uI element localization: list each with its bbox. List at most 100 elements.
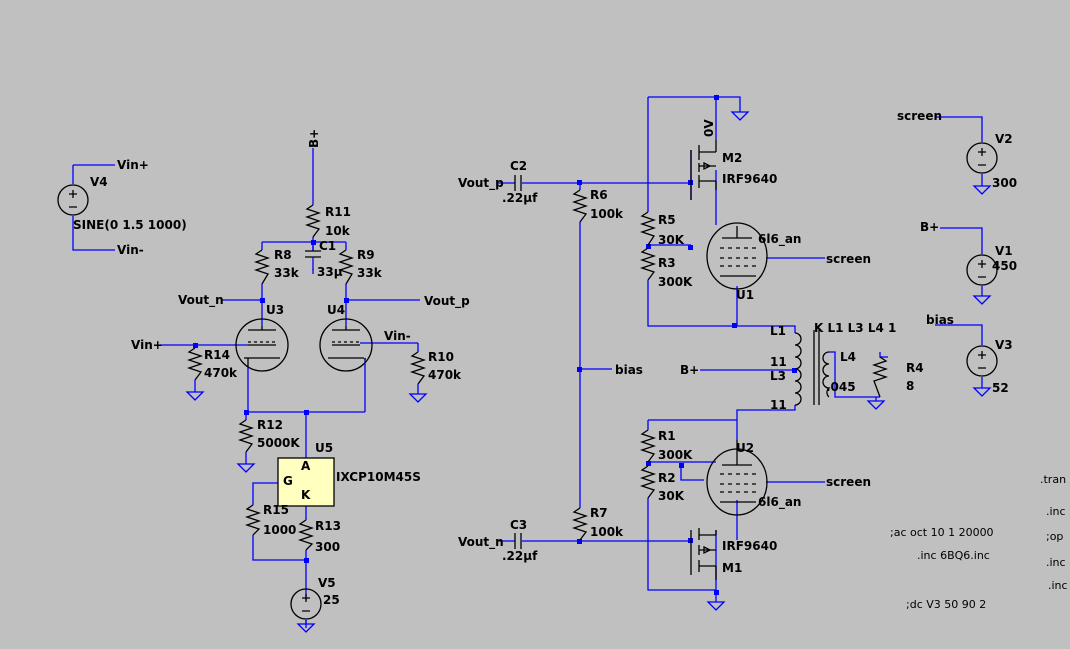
label-vout-p-mid: Vout_p <box>458 176 504 191</box>
label-pin-k: K <box>301 488 311 502</box>
label-m2-part: IRF9640 <box>722 172 777 186</box>
resistor-r1[interactable] <box>639 429 657 463</box>
label-r9: R9 <box>357 248 375 262</box>
label-r1: R1 <box>658 429 676 443</box>
capacitor-c2[interactable] <box>514 175 522 191</box>
label-bplus-v1: B+ <box>920 220 939 234</box>
label-l4: L4 <box>840 350 856 364</box>
label-c2: C2 <box>510 159 527 173</box>
capacitor-c1[interactable] <box>305 242 321 270</box>
directive-tran[interactable]: .tran <box>1040 473 1066 486</box>
label-r4: R4 <box>906 361 924 375</box>
source-v2[interactable] <box>936 116 998 182</box>
label-ov: 0V <box>702 119 716 137</box>
label-v4: V4 <box>90 175 108 189</box>
directive-inc[interactable]: .inc 6BQ6.inc <box>917 549 990 562</box>
resistor-r13[interactable] <box>297 519 315 551</box>
label-u1-part: 6l6_an <box>758 232 801 247</box>
directive-dc[interactable]: ;dc V3 50 90 2 <box>906 598 986 611</box>
label-m1: M1 <box>722 561 742 575</box>
directive-inc-4[interactable]: .inc <box>1048 579 1068 592</box>
resistor-r8[interactable] <box>253 249 271 285</box>
label-bplus-xfmr: B+ <box>680 363 699 377</box>
label-r3: R3 <box>658 256 676 270</box>
tube-u3[interactable] <box>235 318 289 372</box>
capacitor-c3[interactable] <box>514 533 522 549</box>
label-u2: U2 <box>736 441 754 455</box>
label-l3: L3 <box>770 369 786 383</box>
tube-u2[interactable] <box>706 440 768 516</box>
label-bplus-rail: B+ <box>307 129 321 148</box>
label-v1-val: 450 <box>992 259 1017 273</box>
resistor-r5[interactable] <box>639 211 657 246</box>
label-r7: R7 <box>590 506 608 520</box>
label-l3-val: 11 <box>770 398 787 412</box>
resistor-r11[interactable] <box>304 204 322 238</box>
label-screen-v2: screen <box>897 109 942 123</box>
label-bias-mid: bias <box>615 363 643 377</box>
transformer[interactable] <box>794 330 831 406</box>
label-u4: U4 <box>327 303 345 317</box>
label-r14-val: 470k <box>204 366 238 380</box>
label-r2: R2 <box>658 471 676 485</box>
label-v3-val: 52 <box>992 381 1009 395</box>
source-v3[interactable] <box>935 324 998 384</box>
label-vin-plus-left: Vin+ <box>131 338 163 352</box>
resistor-r9[interactable] <box>337 249 355 285</box>
mosfet-m2[interactable] <box>690 140 717 200</box>
resistor-r2[interactable] <box>639 465 657 499</box>
label-r15-val: 1000 <box>263 523 296 537</box>
mosfet-m1[interactable] <box>690 528 717 580</box>
resistor-r14[interactable] <box>186 347 204 381</box>
label-r11: R11 <box>325 205 351 219</box>
device-u5[interactable] <box>277 457 335 507</box>
directive-ac[interactable]: ;ac oct 10 1 20000 <box>890 526 994 539</box>
label-r5-val: 30K <box>658 233 685 247</box>
label-v2: V2 <box>995 132 1013 146</box>
label-r2-val: 30K <box>658 489 685 503</box>
source-v1[interactable] <box>940 227 998 292</box>
label-r10: R10 <box>428 350 454 364</box>
label-c3-val: .22µf <box>502 549 538 563</box>
label-pin-g: G <box>283 474 293 488</box>
label-r9-val: 33k <box>357 266 383 280</box>
label-c1-val: 33µ <box>317 265 343 279</box>
directive-inc-2[interactable]: .inc <box>1046 505 1066 518</box>
label-v2-val: 300 <box>992 176 1017 190</box>
label-pin-a: A <box>301 459 311 473</box>
tube-u4[interactable] <box>319 318 373 372</box>
tube-u1[interactable] <box>706 222 768 290</box>
resistor-r15[interactable] <box>244 504 262 536</box>
label-u5: U5 <box>315 441 333 455</box>
resistor-r3[interactable] <box>639 247 657 281</box>
label-m2: M2 <box>722 151 742 165</box>
label-u2-part: 6l6_an <box>758 495 801 510</box>
label-vout-n-mid: Vout_n <box>458 535 504 550</box>
resistor-r12[interactable] <box>237 419 255 453</box>
label-vin-minus-top: Vin- <box>117 243 144 257</box>
label-r15: R15 <box>263 503 289 517</box>
label-screen-u1: screen <box>826 252 871 266</box>
directive-inc-3[interactable]: .inc <box>1046 556 1066 569</box>
label-u3: U3 <box>266 303 284 317</box>
resistor-r4[interactable] <box>871 356 889 398</box>
resistor-r6[interactable] <box>571 189 589 223</box>
label-r8-val: 33k <box>274 266 300 280</box>
label-r5: R5 <box>658 213 676 227</box>
label-u5-part: IXCP10M45S <box>336 470 421 484</box>
label-r3-val: 300K <box>658 275 693 289</box>
source-v5[interactable] <box>290 588 322 620</box>
label-l1: L1 <box>770 324 786 338</box>
resistor-r7[interactable] <box>571 507 589 541</box>
label-v1: V1 <box>995 244 1013 258</box>
label-r13-val: 300 <box>315 540 340 554</box>
label-m1-part: IRF9640 <box>722 539 777 553</box>
label-l4-val: .045 <box>826 380 856 394</box>
source-v4[interactable] <box>57 164 115 251</box>
label-vout-n-left: Vout_n <box>178 293 224 308</box>
resistor-r10[interactable] <box>409 351 427 385</box>
label-screen-u2: screen <box>826 475 871 489</box>
directive-op[interactable]: ;op <box>1046 530 1063 543</box>
